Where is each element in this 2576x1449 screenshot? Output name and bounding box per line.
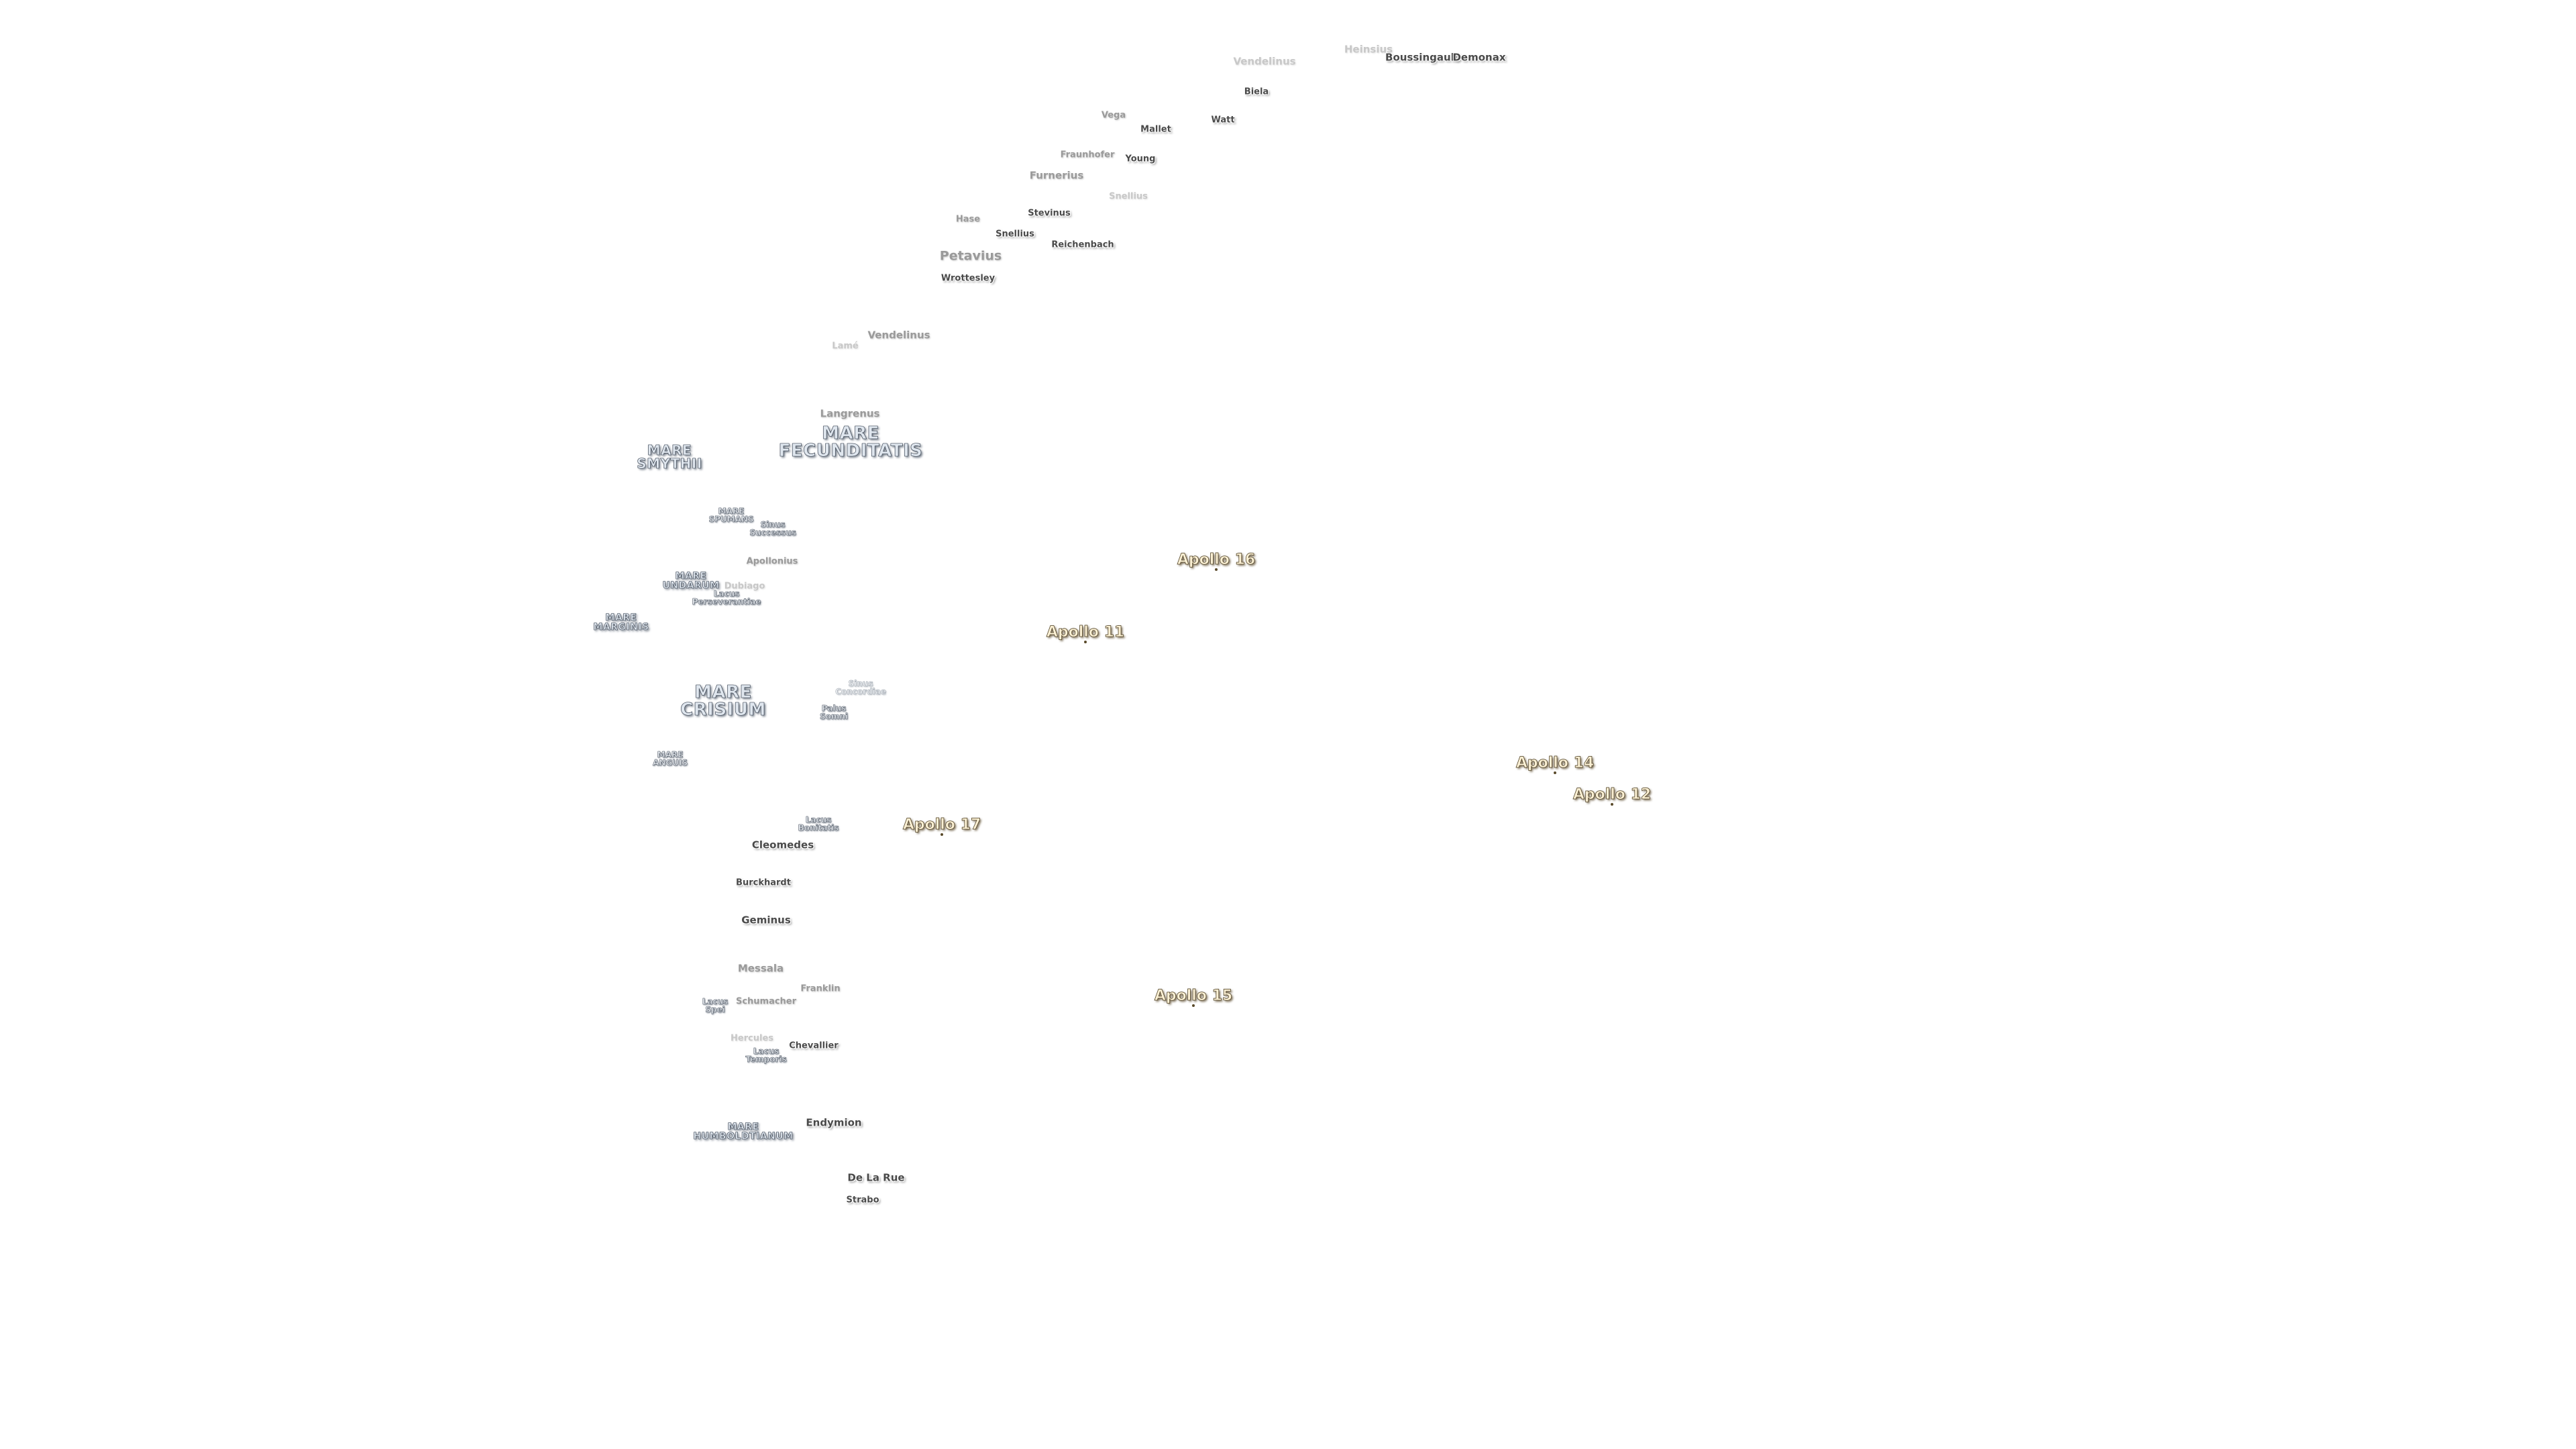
landing-site-marker-icon xyxy=(1084,641,1087,643)
landing-site-apollo-17[interactable]: Apollo 17 xyxy=(902,816,981,833)
landing-site-apollo-11[interactable]: Apollo 11 xyxy=(1046,624,1125,641)
label-strabo[interactable]: Strabo xyxy=(846,1195,879,1205)
label-mare-marginis[interactable]: MARE MARGINIS xyxy=(593,612,649,633)
label-lame[interactable]: Lamé xyxy=(832,341,859,352)
label-reichenbach[interactable]: Reichenbach xyxy=(1051,239,1114,250)
label-young[interactable]: Young xyxy=(1125,154,1156,164)
label-furnerius[interactable]: Furnerius xyxy=(1029,169,1084,182)
label-de-la-rue[interactable]: De La Rue xyxy=(847,1171,905,1184)
label-apollonius[interactable]: Apollonius xyxy=(746,556,798,567)
label-wrottesley[interactable]: Wrottesley xyxy=(941,273,996,284)
label-lacus-perseverantiae[interactable]: Lacus Perseverantiae xyxy=(692,589,761,606)
landing-site-marker-icon xyxy=(941,833,943,836)
landing-site-marker-icon xyxy=(1554,771,1556,774)
label-mallet[interactable]: Mallet xyxy=(1140,124,1171,135)
label-heinsius[interactable]: Heinsius xyxy=(1344,43,1393,56)
label-mare-undarum[interactable]: MARE UNDARUM xyxy=(662,571,720,591)
label-hase[interactable]: Hase xyxy=(955,214,981,225)
label-stevinus[interactable]: Stevinus xyxy=(1028,208,1071,219)
label-palus-somni[interactable]: Palus Somni xyxy=(819,704,849,721)
label-vendelinus-top[interactable]: Vendelinus xyxy=(1233,55,1296,68)
landing-site-apollo-12[interactable]: Apollo 12 xyxy=(1572,786,1652,803)
label-vendelinus[interactable]: Vendelinus xyxy=(867,329,930,341)
landing-site-apollo-15[interactable]: Apollo 15 xyxy=(1154,987,1233,1004)
label-schumacher[interactable]: Schumacher xyxy=(735,996,797,1007)
label-franklin[interactable]: Franklin xyxy=(800,983,841,994)
landing-site-apollo-16[interactable]: Apollo 16 xyxy=(1177,551,1256,568)
label-demonax[interactable]: Demonax xyxy=(1452,51,1506,64)
label-burckhardt[interactable]: Burckhardt xyxy=(736,877,791,888)
landing-site-marker-icon xyxy=(1192,1004,1195,1007)
landing-site-apollo-14[interactable]: Apollo 14 xyxy=(1515,755,1595,771)
label-boussingault[interactable]: Boussingault xyxy=(1385,51,1459,64)
label-dubiago[interactable]: Dubiago xyxy=(724,581,765,592)
label-snellius-faint[interactable]: Snellius xyxy=(1109,191,1148,202)
label-mare-smythii[interactable]: MARE SMYTHII xyxy=(637,442,702,472)
label-geminus[interactable]: Geminus xyxy=(741,914,791,926)
label-mare-crisium[interactable]: MARE CRISIUM xyxy=(680,682,766,720)
label-snellius[interactable]: Snellius xyxy=(996,229,1034,239)
label-lacus-spei[interactable]: Lacus Spei xyxy=(702,997,729,1014)
label-mare-humboldtianum[interactable]: MARE HUMBOLDTIANUM xyxy=(693,1122,794,1142)
label-lacus-temporis[interactable]: Lacus Temporis xyxy=(745,1046,787,1064)
label-endymion[interactable]: Endymion xyxy=(806,1116,862,1129)
landing-site-marker-icon xyxy=(1215,568,1218,571)
label-messala[interactable]: Messala xyxy=(737,962,784,975)
label-mare-spumans[interactable]: MARE SPUMANS xyxy=(708,506,754,524)
label-lacus-bonitatis[interactable]: Lacus Bonitatis xyxy=(798,815,839,833)
label-cleomedes[interactable]: Cleomedes xyxy=(751,839,814,851)
label-petavius[interactable]: Petavius xyxy=(939,248,1002,264)
landing-site-marker-icon xyxy=(1611,803,1613,806)
label-langrenus[interactable]: Langrenus xyxy=(820,407,880,420)
label-vega[interactable]: Vega xyxy=(1101,110,1126,121)
label-hercules[interactable]: Hercules xyxy=(730,1033,774,1044)
label-biela[interactable]: Biela xyxy=(1244,87,1269,97)
label-watt[interactable]: Watt xyxy=(1211,115,1235,125)
label-sinus-concordiae[interactable]: Sinus Concordiae xyxy=(835,679,886,696)
label-sinus-successus[interactable]: Sinus Successus xyxy=(749,520,796,537)
label-fraunhofer[interactable]: Fraunhofer xyxy=(1060,150,1115,160)
label-mare-fecunditatis[interactable]: MARE FECUNDITATIS xyxy=(778,423,923,461)
label-mare-anguis[interactable]: MARE ANGUIS xyxy=(652,750,688,767)
label-chevallier[interactable]: Chevallier xyxy=(789,1040,839,1051)
